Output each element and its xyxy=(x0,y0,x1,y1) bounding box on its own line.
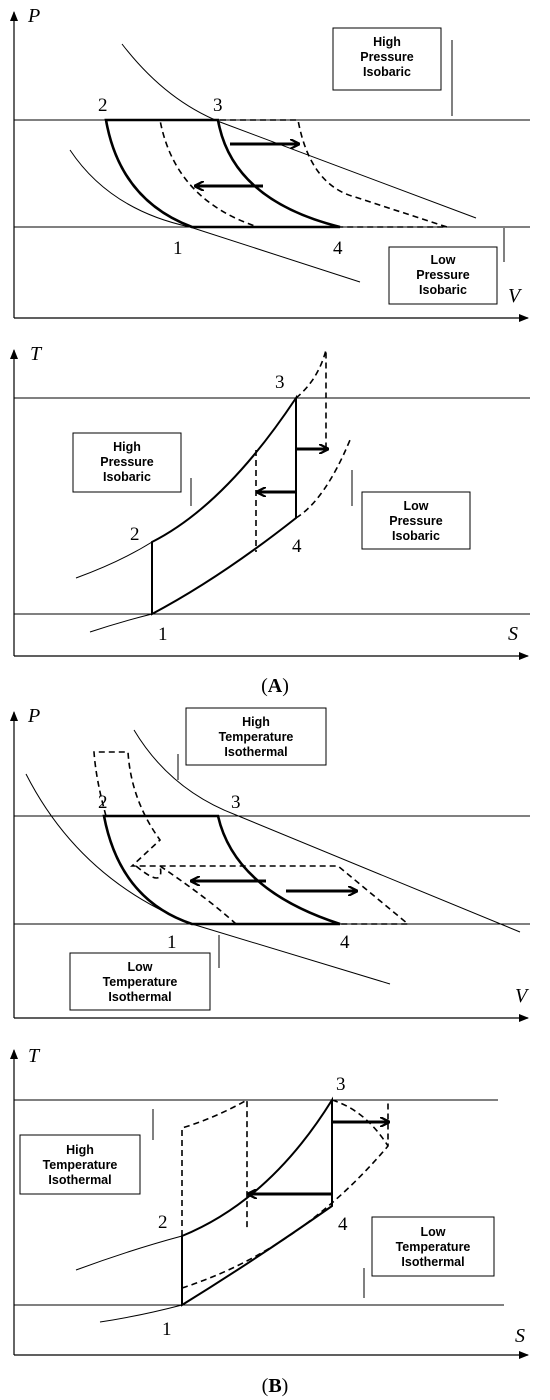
ts-a-dashed-top xyxy=(295,349,327,450)
ts-a-y-label: T xyxy=(30,343,43,365)
caption-b: (B) xyxy=(262,1375,289,1397)
svg-text:Isothermal: Isothermal xyxy=(108,990,171,1004)
ts-b-point-4: 4 xyxy=(338,1214,348,1235)
svg-text:Pressure: Pressure xyxy=(416,268,470,282)
pv-b-high-box: High Temperature Isothermal xyxy=(185,707,327,766)
panel-a-ts-diagram: T S 2 3 1 4 High Pressure Isobaric Low P… xyxy=(10,343,530,660)
svg-text:Temperature: Temperature xyxy=(43,1158,118,1172)
pv-a-lower-curve xyxy=(69,149,361,283)
ts-b-high-box: High Temperature Isothermal xyxy=(19,1134,141,1195)
svg-text:High: High xyxy=(373,35,401,49)
pv-a-x-label: V xyxy=(508,285,523,307)
svg-text:Low: Low xyxy=(421,1225,446,1239)
ts-a-solid-cycle xyxy=(151,394,297,616)
svg-text:Pressure: Pressure xyxy=(100,455,154,469)
pv-a-point-2: 2 xyxy=(98,95,108,116)
ts-b-point-1: 1 xyxy=(162,1319,172,1340)
pv-a-y-label: P xyxy=(27,5,40,27)
pv-b-high-isotherm xyxy=(133,729,521,933)
pv-b-point-3: 3 xyxy=(231,792,241,813)
pv-b-x-label: V xyxy=(515,985,530,1007)
svg-text:Low: Low xyxy=(128,960,153,974)
caption-a: (A) xyxy=(261,675,289,697)
pv-b-point-4: 4 xyxy=(340,932,350,953)
ts-a-dashed-bottom xyxy=(295,439,351,519)
pv-b-point-2: 2 xyxy=(98,792,108,813)
ts-b-point-2: 2 xyxy=(158,1212,168,1233)
svg-text:Pressure: Pressure xyxy=(360,50,414,64)
panel-a-pv-diagram: P V 2 3 1 4 High Pressure Isobaric Low P… xyxy=(10,5,530,322)
svg-text:Isobaric: Isobaric xyxy=(419,283,467,297)
ts-a-point-4: 4 xyxy=(292,536,302,557)
pv-b-dashed-low xyxy=(135,865,237,925)
svg-text:High: High xyxy=(113,440,141,454)
ts-b-point-3: 3 xyxy=(336,1074,346,1095)
svg-text:Isobaric: Isobaric xyxy=(103,470,151,484)
svg-text:Isothermal: Isothermal xyxy=(48,1173,111,1187)
ts-b-dashed-left xyxy=(181,1098,248,1236)
ts-b-low-box: Low Temperature Isothermal xyxy=(371,1216,495,1277)
ts-a-point-3: 3 xyxy=(275,372,285,393)
pv-b-dashed-high xyxy=(93,751,411,925)
svg-text:Isothermal: Isothermal xyxy=(401,1255,464,1269)
pv-a-point-4: 4 xyxy=(333,238,343,259)
pv-b-point-1: 1 xyxy=(167,932,177,953)
pv-a-point-3: 3 xyxy=(213,95,223,116)
svg-text:Isothermal: Isothermal xyxy=(224,745,287,759)
ts-b-curve-left-upper xyxy=(75,1235,183,1271)
pv-b-low-box: Low Temperature Isothermal xyxy=(69,952,211,1011)
pv-a-solid-cycle xyxy=(104,118,341,229)
pv-a-dashed-cycle xyxy=(159,119,448,228)
pv-a-low-box: Low Pressure Isobaric xyxy=(388,246,498,305)
ts-b-solid-cycle xyxy=(181,1096,333,1307)
svg-text:Low: Low xyxy=(431,253,456,267)
ts-b-y-label: T xyxy=(28,1045,41,1067)
pv-a-point-1: 1 xyxy=(173,238,183,259)
svg-text:Isobaric: Isobaric xyxy=(392,529,440,543)
svg-text:High: High xyxy=(66,1143,94,1157)
svg-text:Low: Low xyxy=(404,499,429,513)
panel-b-ts-diagram: T S 2 3 1 4 High Temperature Isothermal … xyxy=(10,1045,529,1359)
svg-text:Pressure: Pressure xyxy=(389,514,443,528)
ts-a-high-box: High Pressure Isobaric xyxy=(72,432,182,493)
panel-b-pv-diagram: P V 2 3 1 4 High Temperature Isothermal … xyxy=(10,705,530,1022)
svg-text:Temperature: Temperature xyxy=(103,975,178,989)
pv-b-y-label: P xyxy=(27,705,40,727)
pv-a-high-box: High Pressure Isobaric xyxy=(332,27,442,91)
ts-a-point-1: 1 xyxy=(158,624,168,645)
svg-text:Temperature: Temperature xyxy=(396,1240,471,1254)
svg-text:Temperature: Temperature xyxy=(219,730,294,744)
svg-text:High: High xyxy=(242,715,270,729)
ts-b-dashed-top xyxy=(331,1099,389,1147)
pv-b-solid-cycle xyxy=(102,814,341,926)
ts-b-curve-left-lower xyxy=(99,1304,183,1323)
ts-a-low-box: Low Pressure Isobaric xyxy=(361,491,471,550)
ts-a-high-isobar-left xyxy=(75,541,153,579)
ts-a-x-label: S xyxy=(508,623,518,645)
ts-a-low-isobar-left xyxy=(89,613,153,633)
ts-a-point-2: 2 xyxy=(130,524,140,545)
svg-text:Isobaric: Isobaric xyxy=(363,65,411,79)
ts-b-x-label: S xyxy=(515,1325,525,1347)
